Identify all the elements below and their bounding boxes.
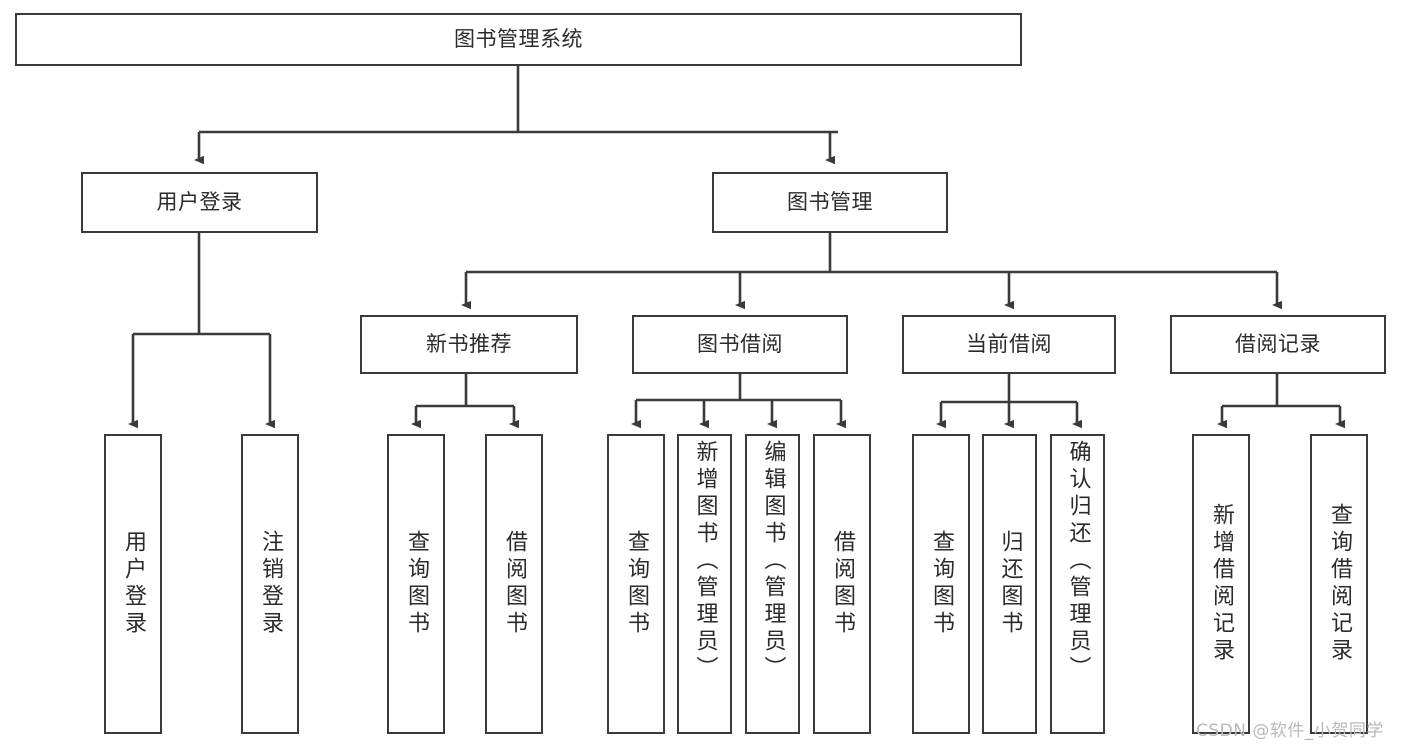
- node-label: 新书推荐: [426, 332, 512, 357]
- node-label: 查询借阅记录: [1327, 503, 1352, 665]
- node-label: 查询图书: [624, 530, 649, 638]
- node-label: 图书借阅: [697, 332, 783, 357]
- node-label: 归还图书: [997, 530, 1023, 638]
- node-current-borrow[interactable]: 当前借阅: [902, 315, 1116, 374]
- leaf-borrow-book-recommend[interactable]: 借阅图书: [485, 434, 543, 734]
- node-book-borrow[interactable]: 图书借阅: [632, 315, 848, 374]
- node-book-management[interactable]: 图书管理: [712, 172, 948, 233]
- node-label: 用户登录: [156, 190, 243, 215]
- node-label: 注销登录: [258, 530, 283, 638]
- leaf-edit-book-admin[interactable]: 编辑图书（管理员）: [745, 434, 800, 734]
- leaf-query-borrow-record[interactable]: 查询借阅记录: [1310, 434, 1368, 734]
- node-label: 确认归还（管理员）: [1065, 440, 1091, 683]
- leaf-logout[interactable]: 注销登录: [241, 434, 299, 734]
- watermark-text: CSDN @软件_小贺同学: [1196, 721, 1384, 741]
- node-label: 新增图书（管理员）: [692, 440, 718, 683]
- leaf-query-book-borrow[interactable]: 查询图书: [607, 434, 665, 734]
- node-label: 查询图书: [929, 530, 954, 638]
- node-label: 图书管理: [787, 190, 873, 215]
- node-label: 借阅图书: [502, 530, 527, 638]
- leaf-borrow-book-borrow[interactable]: 借阅图书: [813, 434, 871, 734]
- leaf-confirm-return-admin[interactable]: 确认归还（管理员）: [1050, 434, 1105, 734]
- node-label: 借阅图书: [830, 530, 855, 638]
- node-label: 查询图书: [404, 530, 429, 638]
- node-new-book-recommend[interactable]: 新书推荐: [360, 315, 578, 374]
- node-label: 用户登录: [121, 530, 146, 638]
- leaf-return-book[interactable]: 归还图书: [982, 434, 1037, 734]
- leaf-add-book-admin[interactable]: 新增图书（管理员）: [677, 434, 732, 734]
- node-label: 借阅记录: [1235, 332, 1321, 357]
- leaf-add-borrow-record[interactable]: 新增借阅记录: [1192, 434, 1250, 734]
- node-root-book-management-system[interactable]: 图书管理系统: [15, 13, 1022, 66]
- node-borrow-record[interactable]: 借阅记录: [1170, 315, 1386, 374]
- leaf-user-login[interactable]: 用户登录: [104, 434, 162, 734]
- node-label: 图书管理系统: [454, 27, 583, 52]
- leaf-query-book-recommend[interactable]: 查询图书: [387, 434, 445, 734]
- node-label: 编辑图书（管理员）: [760, 440, 786, 683]
- node-label: 当前借阅: [966, 332, 1052, 357]
- leaf-query-book-current[interactable]: 查询图书: [912, 434, 970, 734]
- node-label: 新增借阅记录: [1209, 503, 1234, 665]
- node-user-login[interactable]: 用户登录: [81, 172, 318, 233]
